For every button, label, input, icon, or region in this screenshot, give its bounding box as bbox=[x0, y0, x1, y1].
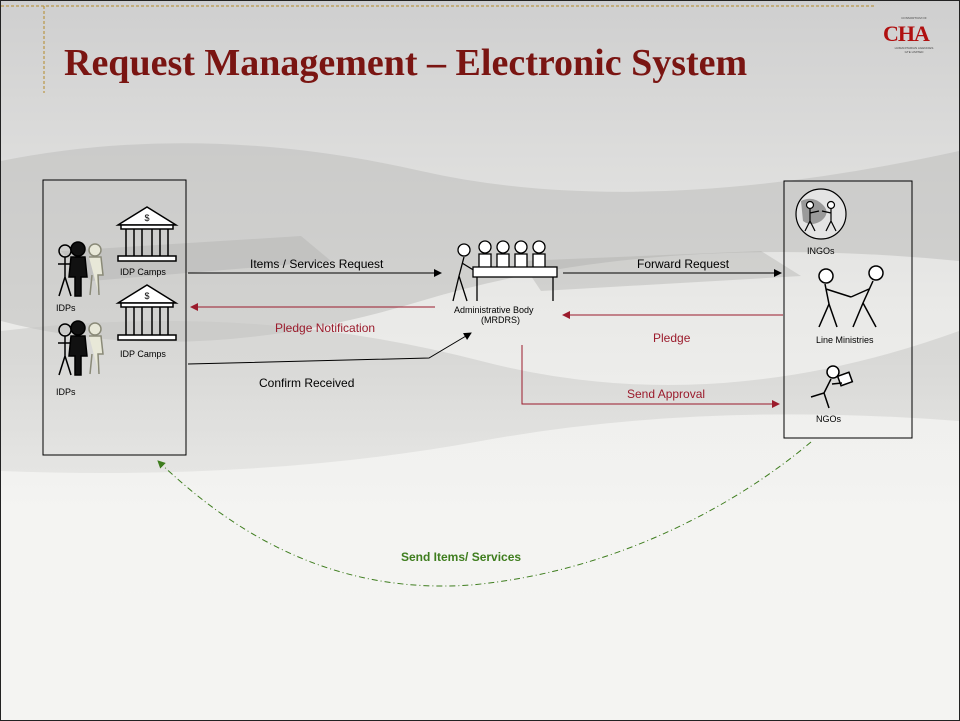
logo-mark: CHA bbox=[883, 21, 930, 46]
camp-building-icon: $ bbox=[115, 284, 179, 341]
forward-request-label: Forward Request bbox=[637, 257, 730, 271]
idps-label: IDPs bbox=[56, 303, 76, 313]
beneficiaries-box bbox=[42, 179, 187, 456]
administrative-body-label: Administrative Body bbox=[454, 305, 534, 315]
line-ministries-label: Line Ministries bbox=[816, 335, 874, 345]
idp-camps-label: IDP Camps bbox=[120, 267, 166, 277]
idps-label: IDPs bbox=[56, 387, 76, 397]
ngos-label: NGOs bbox=[816, 414, 842, 424]
items-request-label: Items / Services Request bbox=[250, 257, 384, 271]
send-approval-label: Send Approval bbox=[627, 387, 706, 401]
slide-title: Request Management – Electronic System bbox=[64, 42, 748, 84]
svg-text:$: $ bbox=[144, 291, 149, 301]
line-ministries-icon bbox=[818, 265, 884, 328]
camp-building-icon: $ bbox=[115, 206, 179, 262]
confirm-received-label: Confirm Received bbox=[259, 376, 355, 390]
ingos-label: INGOs bbox=[807, 246, 835, 256]
pledge-notification-label: Pledge Notification bbox=[275, 321, 376, 335]
idp-people-icon bbox=[58, 241, 104, 297]
ngos-worker-icon bbox=[810, 365, 854, 409]
arrow-send-items bbox=[157, 441, 812, 587]
mrdrs-label: (MRDRS) bbox=[481, 315, 520, 325]
send-items-label: Send Items/ Services bbox=[401, 550, 522, 564]
svg-text:$: $ bbox=[144, 213, 149, 223]
providers-box bbox=[783, 180, 913, 439]
arrow-send-approval bbox=[521, 345, 780, 408]
arrow-confirm-received bbox=[187, 332, 472, 365]
logo-top-text: CONSORTIUM OF bbox=[901, 16, 927, 20]
idp-camps-label: IDP Camps bbox=[120, 349, 166, 359]
administrative-body-icon bbox=[452, 240, 558, 302]
pledge-label: Pledge bbox=[653, 331, 691, 345]
idp-people-icon bbox=[58, 320, 104, 376]
logo-bottom-text: HUMANITARIAN AGENCIES GTE LIMITED bbox=[894, 46, 934, 54]
ingos-globe-icon bbox=[795, 188, 847, 240]
cha-logo: CONSORTIUM OF CHA HUMANITARIAN AGENCIES … bbox=[881, 14, 947, 58]
